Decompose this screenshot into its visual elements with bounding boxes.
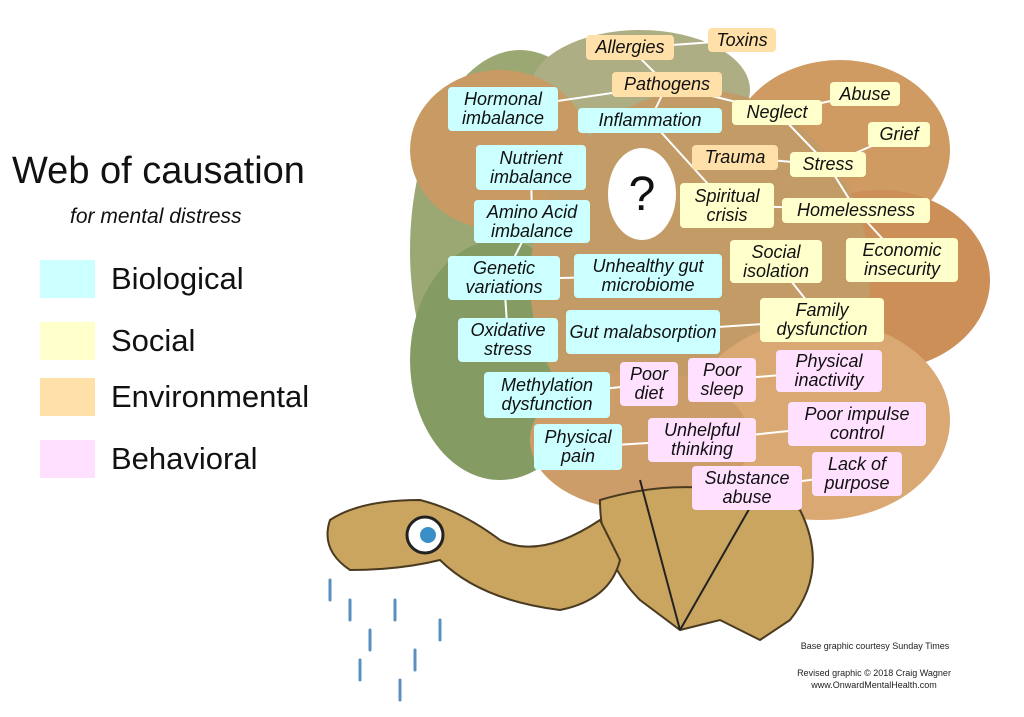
- node-toxins: Toxins: [708, 28, 776, 52]
- node-inflammation: Inflammation: [578, 108, 722, 133]
- node-family-dysfunction: Family dysfunction: [760, 298, 884, 342]
- node-neglect: Neglect: [732, 100, 822, 125]
- node-poor-diet: Poor diet: [620, 362, 678, 406]
- node-grief: Grief: [868, 122, 930, 147]
- credit-base: Base graphic courtesy Sunday Times: [800, 641, 950, 651]
- node-physical-inactivity: Physical inactivity: [776, 350, 882, 392]
- node-poor-sleep: Poor sleep: [688, 358, 756, 402]
- node-lack-of-purpose: Lack of purpose: [812, 452, 902, 496]
- node-social-isolation: Social isolation: [730, 240, 822, 283]
- legend-item-behavioral: Behavioral: [40, 440, 257, 478]
- node-unhelpful-thinking: Unhelpful thinking: [648, 418, 756, 462]
- legend-item-biological: Biological: [40, 260, 244, 298]
- legend-label: Behavioral: [111, 441, 258, 476]
- page-title: Web of causation: [12, 150, 305, 192]
- node-hormonal-imbalance: Hormonal imbalance: [448, 87, 558, 131]
- node-homelessness: Homelessness: [782, 198, 930, 223]
- credit-revised: Revised graphic © 2018 Craig Wagner: [797, 668, 951, 678]
- page-subtitle: for mental distress: [70, 205, 242, 228]
- legend-swatch: [40, 378, 95, 416]
- legend-swatch: [40, 322, 95, 360]
- node-oxidative-stress: Oxidative stress: [458, 318, 558, 362]
- node-poor-impulse-control: Poor impulse control: [788, 402, 926, 446]
- node-gut-malabsorption: Gut malabsorption: [566, 310, 720, 354]
- node-pathogens: Pathogens: [612, 72, 722, 97]
- node-economic-insecurity: Economic insecurity: [846, 238, 958, 282]
- node-nutrient-imbalance: Nutrient imbalance: [476, 145, 586, 190]
- legend-swatch: [40, 440, 95, 478]
- node-physical-pain: Physical pain: [534, 424, 622, 470]
- node-trauma: Trauma: [692, 145, 778, 170]
- node-substance-abuse: Substance abuse: [692, 466, 802, 510]
- node-abuse: Abuse: [830, 82, 900, 106]
- node-allergies: Allergies: [586, 35, 674, 60]
- node-spiritual-crisis: Spiritual crisis: [680, 183, 774, 228]
- legend-label: Biological: [111, 261, 244, 296]
- legend-label: Social: [111, 323, 196, 358]
- credit-url: www.OnwardMentalHealth.com: [811, 680, 937, 690]
- node-stress: Stress: [790, 152, 866, 177]
- node-unhealthy-gut-microbiome: Unhealthy gut microbiome: [574, 254, 722, 298]
- center-question-mark: ?: [608, 148, 676, 240]
- legend-swatch: [40, 260, 95, 298]
- legend-item-social: Social: [40, 322, 195, 360]
- node-genetic-variations: Genetic variations: [448, 256, 560, 300]
- legend-label: Environmental: [111, 379, 310, 414]
- node-amino-acid-imbalance: Amino Acid imbalance: [474, 200, 590, 243]
- legend-item-environmental: Environmental: [40, 378, 309, 416]
- node-methylation-dysfunction: Methylation dysfunction: [484, 372, 610, 418]
